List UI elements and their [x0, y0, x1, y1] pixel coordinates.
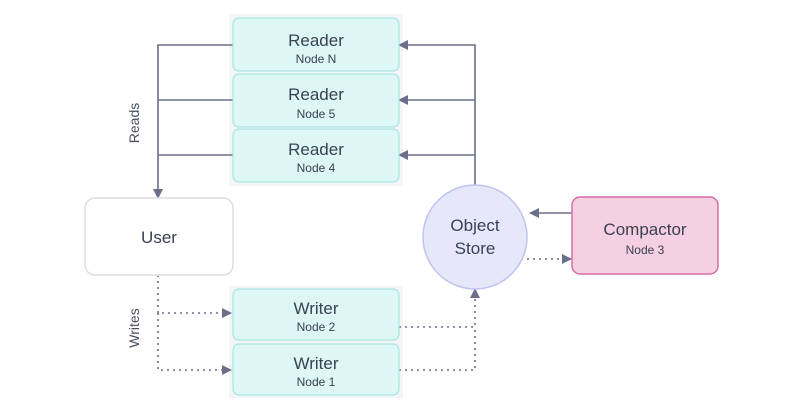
reader-node-title: Reader	[288, 31, 344, 50]
compactor-node-title: Compactor	[603, 220, 686, 239]
writes-label: Writes	[126, 308, 142, 347]
reader-node-subtitle: Node 4	[297, 161, 336, 175]
writer-node-box	[232, 288, 400, 341]
user-node: User	[84, 197, 234, 276]
reads-label: Reads	[126, 103, 142, 143]
compactor-node-subtitle: Node 3	[626, 243, 665, 257]
store-to-reader-n-arrow	[398, 40, 476, 186]
reads-arrow	[153, 44, 233, 199]
object-store-line2: Store	[455, 239, 496, 258]
reads-connectors	[153, 44, 233, 199]
store-to-readers-connectors	[398, 40, 476, 186]
writer1-to-store-connector	[399, 327, 476, 371]
reader-node-title: Reader	[288, 140, 344, 159]
writer-node-box	[232, 343, 400, 396]
reader-node-box	[232, 17, 400, 72]
user-node-box	[84, 197, 234, 276]
writer-node-subtitle: Node 1	[297, 375, 336, 389]
reader-node-4: Reader Node 4	[232, 128, 400, 183]
compactor-node-box	[571, 196, 719, 275]
writer-node-title: Writer	[293, 354, 338, 373]
reader-node-box	[232, 128, 400, 183]
writer-node-subtitle: Node 2	[297, 320, 336, 334]
object-store-line1: Object	[450, 216, 499, 235]
compactor-node: Compactor Node 3	[571, 196, 719, 275]
writes-connectors	[157, 275, 232, 375]
user-node-title: User	[141, 228, 177, 247]
writer-node-2: Writer Node 2	[232, 288, 400, 341]
object-store-circle	[422, 184, 528, 290]
reader-node-n: Reader Node N	[232, 17, 400, 72]
object-store-node: Object Store	[422, 184, 528, 290]
writer2-to-store-arrow	[399, 288, 480, 328]
reader-node-subtitle: Node N	[296, 52, 337, 66]
writes-arrow-node2	[157, 275, 232, 318]
reader-node-subtitle: Node 5	[297, 107, 336, 121]
writes-arrow-node1	[157, 313, 232, 375]
writer-node-1: Writer Node 1	[232, 343, 400, 396]
writers-to-store-connectors	[399, 288, 480, 371]
reader-node-box	[232, 73, 400, 128]
writer-node-title: Writer	[293, 299, 338, 318]
reader-node-5: Reader Node 5	[232, 73, 400, 128]
reader-node-title: Reader	[288, 85, 344, 104]
